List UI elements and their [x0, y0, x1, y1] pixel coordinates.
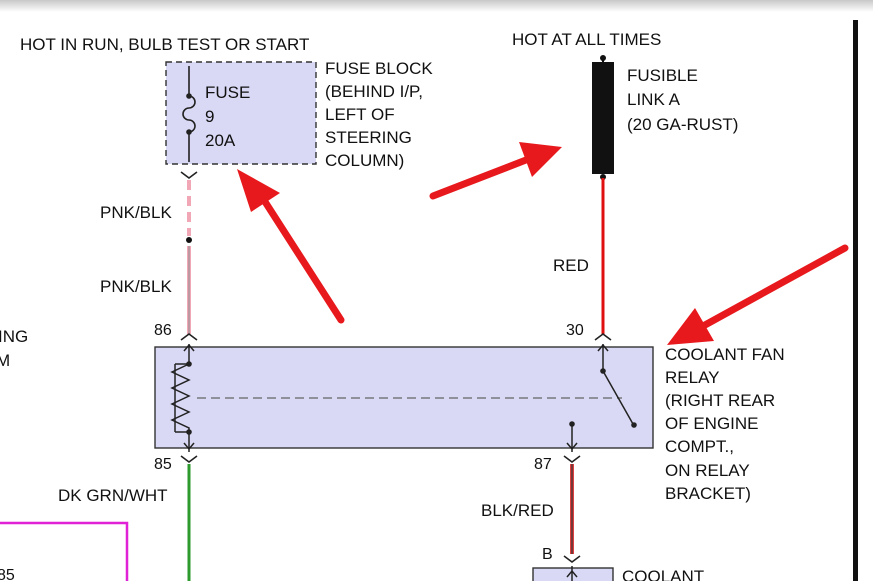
relay-description: COOLANT FAN RELAY (RIGHT REAR OF ENGINE … — [665, 345, 785, 503]
connector-b — [563, 555, 581, 563]
switch-pivot — [600, 368, 606, 374]
connector-87 — [563, 455, 581, 463]
coil-node-top — [186, 361, 192, 367]
cut-off-text-85: 85 — [0, 567, 15, 581]
fuse-block-box — [165, 61, 317, 165]
fusible-link-description: FUSIBLE LINK A (20 GA-RUST) — [627, 66, 738, 134]
arrow-to-relay — [667, 244, 849, 345]
connector-85 — [180, 455, 198, 463]
svg-text:COMPT.,: COMPT., — [665, 437, 734, 456]
coolant-component-box — [532, 567, 614, 581]
relay-switch — [571, 344, 634, 452]
coolant-label-cut: COOLANT — [622, 567, 704, 581]
svg-text:RELAY: RELAY — [665, 368, 720, 387]
arrow-to-fuse-block — [237, 169, 345, 324]
svg-text:(BEHIND I/P,: (BEHIND I/P, — [325, 82, 423, 101]
svg-text:COOLANT FAN: COOLANT FAN — [665, 345, 785, 364]
splice-dot — [186, 237, 192, 243]
coil-arrow-down — [183, 442, 195, 451]
fuse-block-description: FUSE BLOCK (BEHIND I/P, LEFT OF STEERING… — [325, 59, 433, 170]
fuse-number: 9 — [205, 107, 214, 126]
svg-text:LEFT OF: LEFT OF — [325, 105, 395, 124]
pin-86-label: 86 — [154, 322, 172, 339]
pin-30-label: 30 — [566, 322, 584, 339]
svg-text:OF ENGINE: OF ENGINE — [665, 414, 759, 433]
wire-label-red: RED — [553, 256, 589, 275]
pin-87-label: 87 — [534, 456, 552, 473]
svg-text:(20 GA-RUST): (20 GA-RUST) — [627, 115, 738, 134]
wire-label-blk-red: BLK/RED — [481, 501, 554, 520]
svg-text:FUSE BLOCK: FUSE BLOCK — [325, 59, 433, 78]
fuse-node-top — [186, 93, 192, 99]
run-power-label: HOT IN RUN, BULB TEST OR START — [20, 35, 309, 54]
svg-text:BRACKET): BRACKET) — [665, 484, 751, 503]
svg-text:FUSIBLE: FUSIBLE — [627, 66, 698, 85]
cut-off-text-ing: ING — [0, 327, 28, 346]
wire-label-pnk-blk-lower: PNK/BLK — [100, 277, 172, 296]
arrow-to-fusible-link — [429, 142, 562, 200]
switch-contact — [631, 422, 637, 428]
top-shadow — [0, 0, 873, 12]
page-border — [853, 20, 858, 581]
always-power-label: HOT AT ALL TIMES — [512, 30, 661, 49]
svg-text:COLUMN): COLUMN) — [325, 151, 404, 170]
coolant-arrow-up — [566, 569, 578, 578]
pin-b-label: B — [542, 546, 553, 563]
fuse-node-bottom — [186, 129, 192, 135]
fuse-symbol — [182, 66, 196, 162]
switch-arrow-down — [566, 442, 578, 451]
pin-85-label: 85 — [154, 456, 172, 473]
fuse-connector — [180, 171, 198, 179]
connector-86 — [180, 333, 198, 341]
svg-text:ON RELAY: ON RELAY — [665, 461, 750, 480]
fuse-label: FUSE — [205, 83, 250, 102]
wire-label-dk-grn-wht: DK GRN/WHT — [58, 486, 168, 505]
fuse-rating: 20A — [205, 131, 236, 150]
cut-off-text-m: M — [0, 351, 10, 370]
svg-text:STEERING: STEERING — [325, 128, 412, 147]
svg-text:(RIGHT REAR: (RIGHT REAR — [665, 391, 775, 410]
wire-label-pnk-blk-upper: PNK/BLK — [100, 203, 172, 222]
fusible-link-body — [592, 62, 614, 174]
switch-output-node — [569, 421, 575, 427]
coil-node-bottom — [186, 429, 192, 435]
svg-text:LINK A: LINK A — [627, 90, 681, 109]
connector-30 — [594, 333, 612, 341]
switch-arrow-up — [597, 343, 609, 352]
magenta-box — [0, 521, 129, 581]
coil-arrow-up — [183, 343, 195, 352]
